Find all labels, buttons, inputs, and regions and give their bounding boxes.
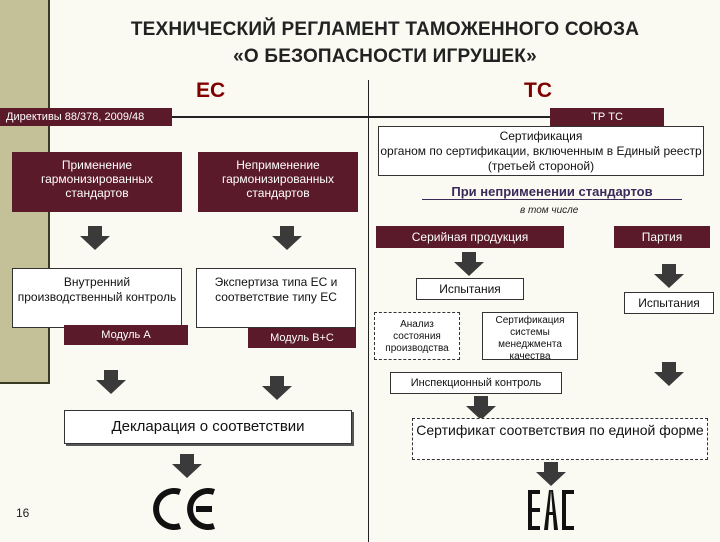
- down-arrow-icon: [172, 454, 202, 478]
- including-label: в том числе: [520, 205, 579, 216]
- down-arrow-icon: [466, 396, 496, 420]
- batch-box: Партия: [614, 226, 710, 248]
- inspection-control-box: Инспекционный контроль: [390, 372, 562, 394]
- harmonized-standards-box: Применение гармонизированных стандартов: [12, 152, 182, 212]
- page-title: ТЕХНИЧЕСКИЙ РЕГЛАМЕНТ ТАМОЖЕННОГО СОЮЗА …: [80, 16, 690, 70]
- qms-certification-box: Сертификация системы менеджмента качеств…: [482, 312, 578, 362]
- down-arrow-icon: [96, 370, 126, 394]
- down-arrow-icon: [272, 226, 302, 250]
- down-arrow-icon: [654, 264, 684, 288]
- down-arrow-icon: [654, 362, 684, 386]
- top-connector-line: [172, 116, 550, 118]
- module-bc-label: Модуль B+C: [248, 328, 356, 348]
- certification-body: органом по сертификации, включенным в Ед…: [380, 144, 702, 173]
- ce-mark-icon: [153, 488, 215, 530]
- module-a-label: Модуль А: [64, 325, 188, 345]
- tests-serial-box: Испытания: [416, 278, 524, 300]
- down-arrow-icon: [262, 376, 292, 400]
- directives-label: Директивы 88/378, 2009/48: [0, 108, 172, 126]
- eac-mark-icon: [528, 490, 574, 530]
- serial-production-box: Серийная продукция: [376, 226, 564, 248]
- eu-heading: ЕС: [196, 79, 226, 102]
- down-arrow-icon: [454, 252, 484, 276]
- internal-control-box: Внутренний производственный контроль: [12, 268, 182, 328]
- title-line-2: «О БЕЗОПАСНОСТИ ИГРУШЕК»: [233, 46, 537, 67]
- production-analysis-box: Анализ состояния производства: [374, 312, 460, 360]
- title-line-1: ТЕХНИЧЕСКИЙ РЕГЛАМЕНТ ТАМОЖЕННОГО СОЮЗА: [130, 19, 640, 40]
- certification-box: Сертификация органом по сертификации, вк…: [378, 126, 704, 176]
- down-arrow-icon: [536, 462, 566, 486]
- down-arrow-icon: [80, 226, 110, 250]
- non-harmonized-standards-box: Неприменение гармонизированных стандарто…: [198, 152, 358, 212]
- ts-heading: ТС: [524, 79, 552, 102]
- column-divider: [368, 80, 369, 542]
- declaration-box: Декларация о соответствии: [64, 410, 352, 444]
- type-examination-box: Экспертиза типа ЕС и соответствие типу Е…: [196, 268, 356, 328]
- certification-title: Сертификация: [499, 129, 583, 143]
- page-number: 16: [16, 506, 30, 520]
- certificate-box: Сертификат соответствия по единой форме: [412, 418, 708, 460]
- tr-ts-label: ТР ТС: [550, 108, 664, 126]
- tests-batch-box: Испытания: [624, 292, 714, 314]
- sidebar-base-line: [0, 382, 50, 384]
- non-application-label: При неприменении стандартов: [422, 184, 682, 200]
